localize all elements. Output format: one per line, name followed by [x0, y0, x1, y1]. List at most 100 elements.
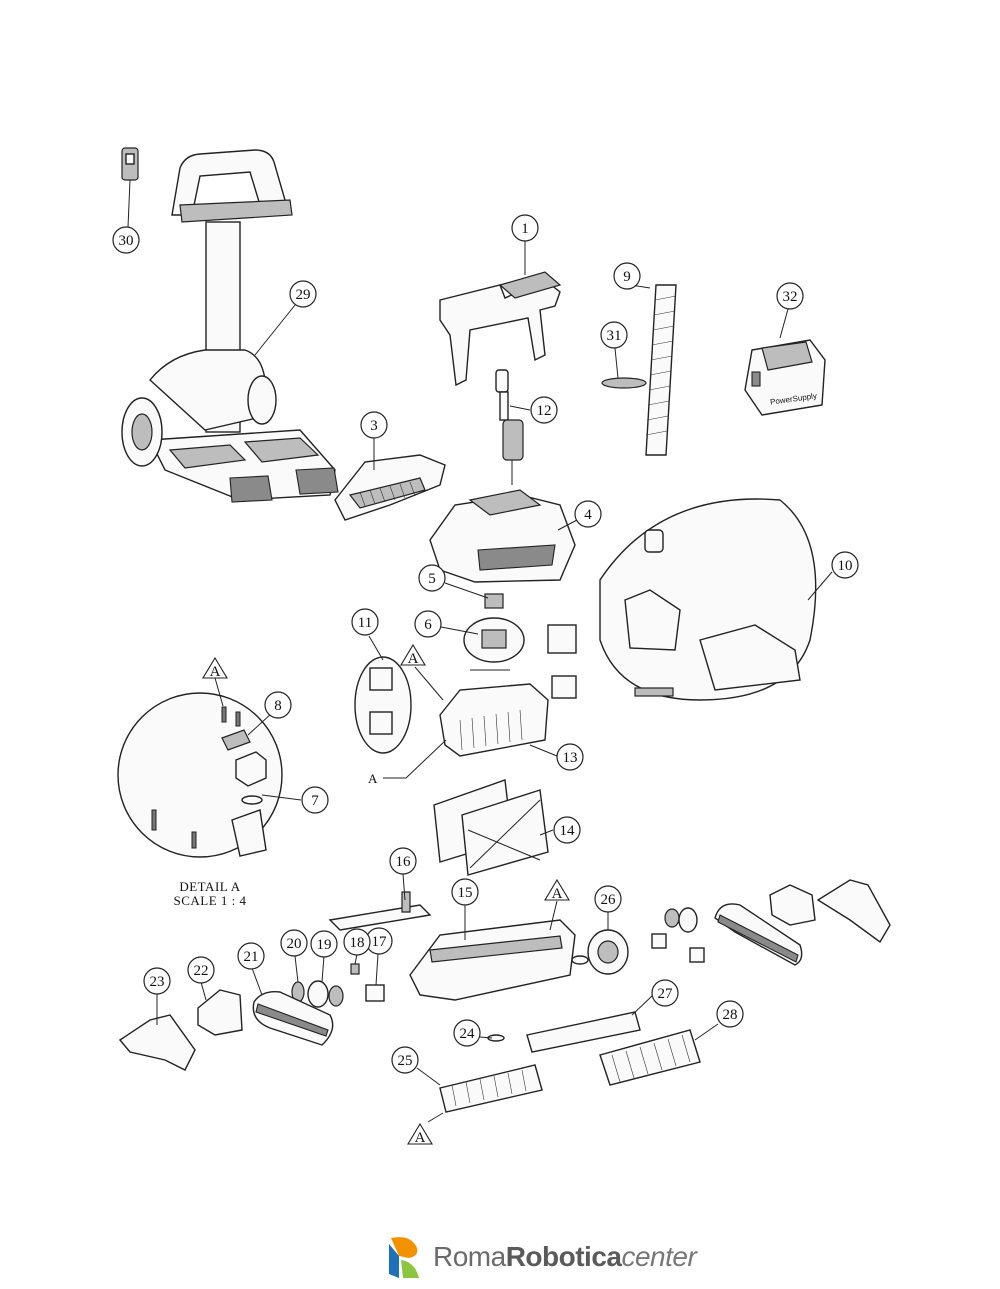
- detail-marker-a-1: A: [202, 656, 228, 680]
- svg-text:15: 15: [458, 885, 473, 901]
- clip-set: [354, 624, 577, 754]
- brand-logo: RomaRoboticacenter: [385, 1232, 697, 1282]
- callout-6: 6: [414, 610, 442, 638]
- svg-text:19: 19: [317, 937, 332, 953]
- svg-text:10: 10: [838, 558, 853, 574]
- floating-hose: [645, 284, 677, 456]
- svg-text:22: 22: [194, 963, 209, 979]
- callout-5: 5: [418, 564, 446, 592]
- svg-text:27: 27: [658, 986, 674, 1002]
- detail-a-view: [117, 692, 283, 858]
- top-housing: [429, 489, 576, 583]
- detail-marker-a-2: A: [400, 643, 426, 667]
- swivel-cable: [495, 369, 524, 485]
- svg-text:4: 4: [584, 507, 592, 523]
- svg-text:26: 26: [601, 892, 617, 908]
- svg-text:9: 9: [623, 269, 631, 285]
- svg-text:16: 16: [396, 854, 412, 870]
- svg-text:A: A: [552, 886, 563, 902]
- callout-30: 30: [112, 226, 140, 254]
- svg-text:A: A: [415, 1130, 426, 1146]
- callout-32: 32: [776, 282, 804, 310]
- svg-text:A: A: [210, 664, 221, 680]
- callout-3: 3: [360, 411, 388, 439]
- callout-7: 7: [301, 786, 329, 814]
- brand-name: RomaRoboticacenter: [433, 1241, 697, 1273]
- detail-a-markers: A A A A: [202, 643, 570, 1146]
- brand-name-part-3: center: [621, 1241, 697, 1272]
- callout-18: 18: [343, 928, 371, 956]
- callout-15: 15: [451, 878, 479, 906]
- callout-26: 26: [594, 885, 622, 913]
- callout-19: 19: [310, 930, 338, 958]
- callout-1: 1: [511, 214, 539, 242]
- callout-4: 4: [574, 500, 602, 528]
- detail-title: DETAIL A: [179, 879, 241, 894]
- top-handle: [439, 271, 562, 387]
- callout-20: 20: [280, 929, 308, 957]
- svg-text:29: 29: [296, 287, 311, 303]
- detail-scale: SCALE 1 : 4: [173, 893, 247, 908]
- callout-labels: 1 3 4 5 6 7 8 9 10 11 12 13 14 15 16 17 …: [112, 214, 859, 1074]
- section-label-a: A: [368, 771, 378, 786]
- callout-22: 22: [187, 956, 215, 984]
- svg-text:8: 8: [274, 698, 282, 714]
- callout-29: 29: [289, 280, 317, 308]
- filter-panels: [433, 779, 549, 876]
- callout-28: 28: [716, 1000, 744, 1028]
- callout-13: 13: [556, 743, 584, 771]
- left-track-and-plates: [118, 989, 334, 1071]
- svg-text:32: 32: [783, 289, 798, 305]
- svg-text:30: 30: [119, 233, 134, 249]
- svg-text:23: 23: [150, 974, 165, 990]
- callout-31: 31: [600, 321, 628, 349]
- callout-8: 8: [264, 691, 292, 719]
- detail-marker-a-4: A: [407, 1122, 433, 1146]
- right-track-and-plates: [651, 879, 891, 966]
- callout-21: 21: [237, 942, 265, 970]
- svg-text:3: 3: [370, 418, 378, 434]
- detail-caption: DETAIL A SCALE 1 : 4: [150, 880, 270, 908]
- svg-text:18: 18: [350, 935, 365, 951]
- swivel-washer: [601, 377, 647, 389]
- svg-text:11: 11: [358, 615, 372, 631]
- motor-seal-assembly: [463, 593, 525, 671]
- brand-name-part-2: Robotica: [505, 1241, 622, 1272]
- chassis: [291, 891, 576, 1008]
- callout-23: 23: [143, 967, 171, 995]
- svg-text:20: 20: [287, 936, 302, 952]
- callout-24: 24: [453, 1019, 481, 1047]
- brand-mark-icon: [389, 1237, 419, 1278]
- handle-part: [121, 147, 139, 181]
- callout-27: 27: [651, 979, 679, 1007]
- caddy-cart: [121, 149, 339, 503]
- swivel-kit-view: [599, 498, 817, 701]
- svg-text:6: 6: [424, 617, 432, 633]
- brand-name-part-1: Roma: [433, 1241, 506, 1272]
- detail-marker-a-3: A: [544, 878, 570, 902]
- svg-text:24: 24: [460, 1026, 476, 1042]
- callout-14: 14: [553, 816, 581, 844]
- front-cover: [334, 454, 446, 521]
- svg-text:25: 25: [398, 1053, 413, 1069]
- callout-12: 12: [530, 396, 558, 424]
- svg-text:A: A: [408, 651, 419, 667]
- svg-text:17: 17: [372, 934, 388, 950]
- callout-25: 25: [391, 1046, 419, 1074]
- svg-text:31: 31: [607, 328, 622, 344]
- callout-11: 11: [351, 608, 379, 636]
- svg-text:5: 5: [428, 571, 436, 587]
- svg-text:12: 12: [537, 403, 552, 419]
- svg-text:21: 21: [244, 949, 259, 965]
- callout-10: 10: [831, 551, 859, 579]
- svg-text:14: 14: [560, 823, 576, 839]
- svg-text:28: 28: [723, 1007, 738, 1023]
- callout-9: 9: [613, 262, 641, 290]
- power-supply: PowerSupply: [744, 339, 826, 416]
- callout-16: 16: [389, 847, 417, 875]
- svg-text:13: 13: [563, 750, 578, 766]
- svg-text:7: 7: [311, 793, 319, 809]
- svg-text:1: 1: [521, 221, 529, 237]
- brush-assembly: [439, 929, 701, 1113]
